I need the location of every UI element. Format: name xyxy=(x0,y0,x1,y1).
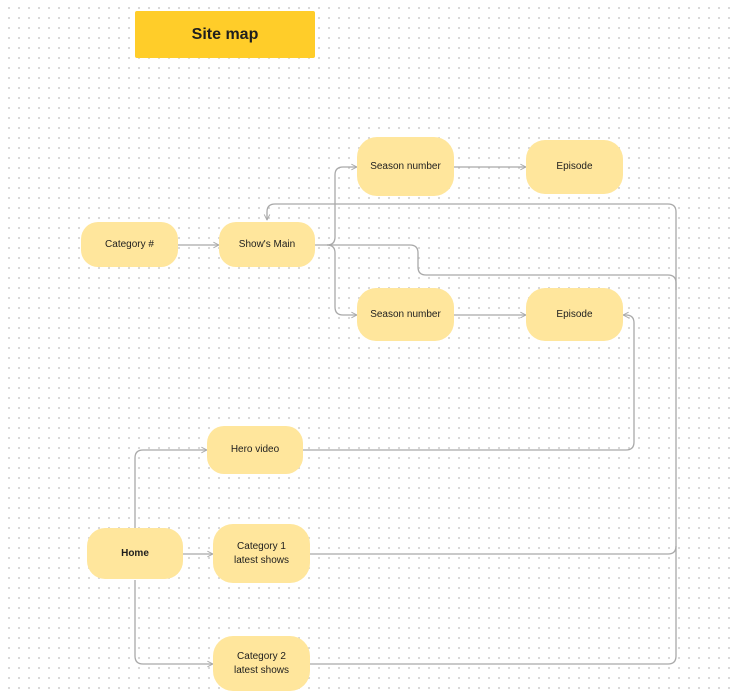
node-season-number-bottom[interactable]: Season number xyxy=(357,288,454,341)
node-episode-top[interactable]: Episode xyxy=(526,140,623,194)
node-category-hash[interactable]: Category # xyxy=(81,222,178,267)
node-category2-line2: latest shows xyxy=(233,664,290,676)
connector-shows-main-to-season-bottom xyxy=(326,244,358,319)
node-category1-line2: latest shows xyxy=(233,554,290,566)
node-episode-bottom[interactable]: Episode xyxy=(526,288,623,341)
connector-category2-to-right-bus xyxy=(310,546,677,665)
connector-shows-main-to-right-loop xyxy=(327,244,677,290)
node-shows-main[interactable]: Show's Main xyxy=(219,222,315,267)
connector-category1-to-shows-main xyxy=(263,203,677,555)
sitemap-title: Site map xyxy=(135,11,315,58)
connector-shows-main-to-season-top xyxy=(315,163,358,246)
node-home[interactable]: Home xyxy=(87,528,183,579)
node-category2-line1: Category 2 xyxy=(237,650,286,662)
connector-home-to-hero-video xyxy=(134,446,208,528)
node-season-number-top[interactable]: Season number xyxy=(357,137,454,196)
node-hero-video[interactable]: Hero video xyxy=(207,426,303,474)
connector-home-to-category2 xyxy=(134,580,214,668)
node-category1-line1: Category 1 xyxy=(237,540,286,552)
connector-hero-video-to-episode-bottom xyxy=(303,311,635,451)
node-category1-latest-shows[interactable]: Category 1 latest shows xyxy=(213,524,310,583)
node-category2-latest-shows[interactable]: Category 2 latest shows xyxy=(213,636,310,691)
